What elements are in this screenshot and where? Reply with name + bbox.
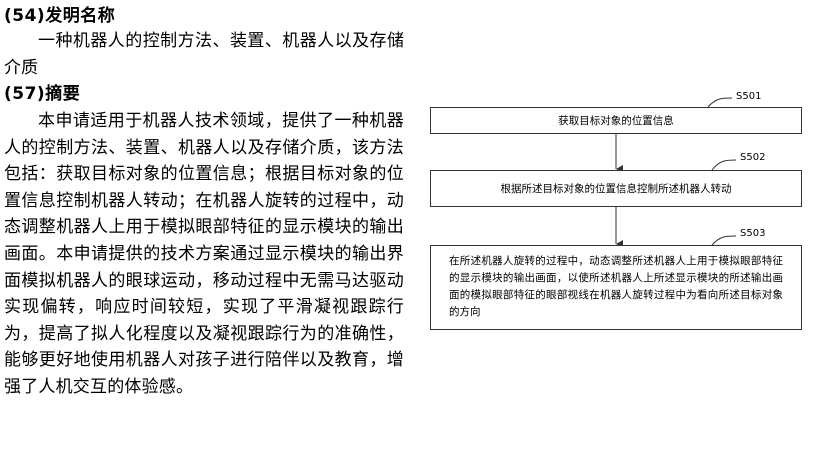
step-text-s501: 获取目标对象的位置信息 xyxy=(558,115,674,127)
step-box-s501: 获取目标对象的位置信息 xyxy=(430,107,802,134)
step-label-s501: S501 xyxy=(736,91,762,102)
leader-s503 xyxy=(711,235,737,246)
flowchart-connectors xyxy=(615,97,737,248)
abstract-heading: (57)摘要 xyxy=(4,84,81,104)
leader-s502 xyxy=(711,159,737,171)
invention-title: 一种机器人的控制方法、装置、机器人以及存储介质 xyxy=(4,31,404,78)
flowchart: S501 获取目标对象的位置信息 S502 根据所述目标对象的位置信息控制所述机… xyxy=(430,90,810,350)
abstract-body: 本申请适用于机器人技术领域，提供了一种机器人的控制方法、装置、机器人以及存储介质… xyxy=(4,111,404,397)
step-label-s503: S503 xyxy=(740,228,766,239)
step-text-s502: 根据所述目标对象的位置信息控制所述机器人转动 xyxy=(500,183,732,195)
leader-s501 xyxy=(707,97,733,108)
step-box-s502: 根据所述目标对象的位置信息控制所述机器人转动 xyxy=(430,170,802,207)
step-text-s503: 在所述机器人旋转的过程中，动态调整所述机器人上用于模拟眼部特征的显示模块的输出画… xyxy=(449,255,783,318)
title-heading: (54)发明名称 xyxy=(4,6,116,26)
patent-abstract-text: (54)发明名称 一种机器人的控制方法、装置、机器人以及存储介质 (57)摘要 … xyxy=(4,4,404,401)
step-label-s502: S502 xyxy=(740,152,766,163)
step-box-s503: 在所述机器人旋转的过程中，动态调整所述机器人上用于模拟眼部特征的显示模块的输出画… xyxy=(430,245,802,330)
